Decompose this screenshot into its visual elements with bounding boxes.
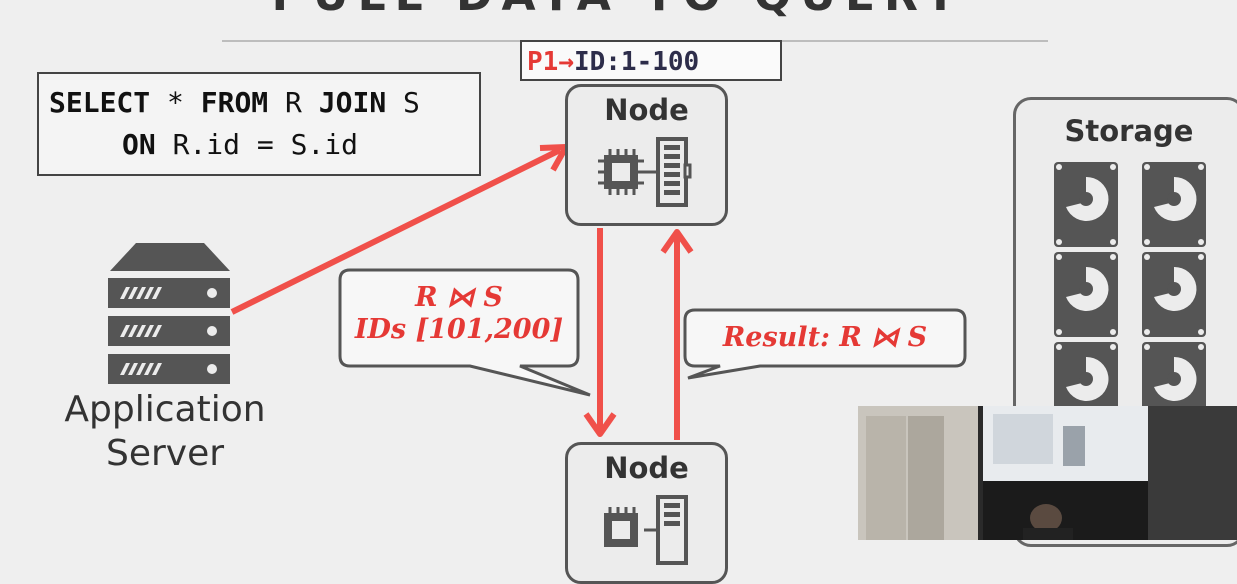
query-arrow xyxy=(230,147,562,315)
diagram-connectors xyxy=(230,144,967,440)
sql-table-r: R xyxy=(268,86,319,119)
slide-title: PULL DATA TO QUERY xyxy=(0,0,1237,21)
server-rack-icon xyxy=(108,243,230,384)
cpu-icon xyxy=(598,149,658,195)
partition-range: ID:1-100 xyxy=(573,47,700,77)
partition-prefix: P1→ xyxy=(527,47,574,77)
sql-query-box: SELECT * FROM R JOIN S ON R.id = S.id xyxy=(37,72,481,176)
hard-disk-icon xyxy=(1142,252,1206,337)
sql-keyword-join: JOIN xyxy=(318,86,387,119)
node-label: Node xyxy=(604,93,689,127)
cpu-icon xyxy=(604,507,658,547)
sql-keyword-select: SELECT xyxy=(49,86,151,119)
result-arrowhead xyxy=(660,229,694,254)
video-frame xyxy=(858,406,1237,540)
memory-icon xyxy=(656,495,688,565)
memory-icon xyxy=(656,137,692,207)
sql-line-1: SELECT * FROM R JOIN S xyxy=(49,86,420,119)
sql-table-s: S xyxy=(386,86,420,119)
result-bubble-text: Result: R ⋈ S xyxy=(722,322,928,353)
result-bubble xyxy=(683,308,967,380)
request-bubble-line2: IDs [101,200] xyxy=(354,314,564,345)
partition-label: P1→ID:1-100 xyxy=(520,40,782,81)
app-server-label: Application Server xyxy=(40,388,290,476)
request-arrowhead xyxy=(583,412,617,437)
storage-label: Storage xyxy=(1064,114,1194,148)
request-bubble-line1: R ⋈ S xyxy=(415,282,503,313)
bottom-node: Node xyxy=(565,442,728,584)
cpu-memory-icon xyxy=(604,495,688,565)
lecture-video-thumbnail xyxy=(858,406,1237,540)
sql-keyword-from: FROM xyxy=(200,86,269,119)
request-bubble xyxy=(338,268,591,397)
cpu-memory-icon xyxy=(598,137,692,207)
node-label: Node xyxy=(604,451,689,485)
app-server-label-line1: Application xyxy=(64,389,266,430)
app-server-label-line2: Server xyxy=(105,433,225,474)
request-bubble-text: R ⋈ S IDs [101,200] xyxy=(340,282,578,346)
sql-keyword-on: ON xyxy=(122,128,156,161)
hard-disk-icon xyxy=(1054,252,1118,337)
hard-disk-icon xyxy=(1054,162,1118,247)
sql-line-2: ON R.id = S.id xyxy=(122,128,358,161)
hard-disk-icon xyxy=(1142,162,1206,247)
sql-star: * xyxy=(150,86,201,119)
sql-join-condition: R.id = S.id xyxy=(155,128,359,161)
storage-disks xyxy=(1054,162,1206,420)
top-node: Node xyxy=(565,84,728,226)
